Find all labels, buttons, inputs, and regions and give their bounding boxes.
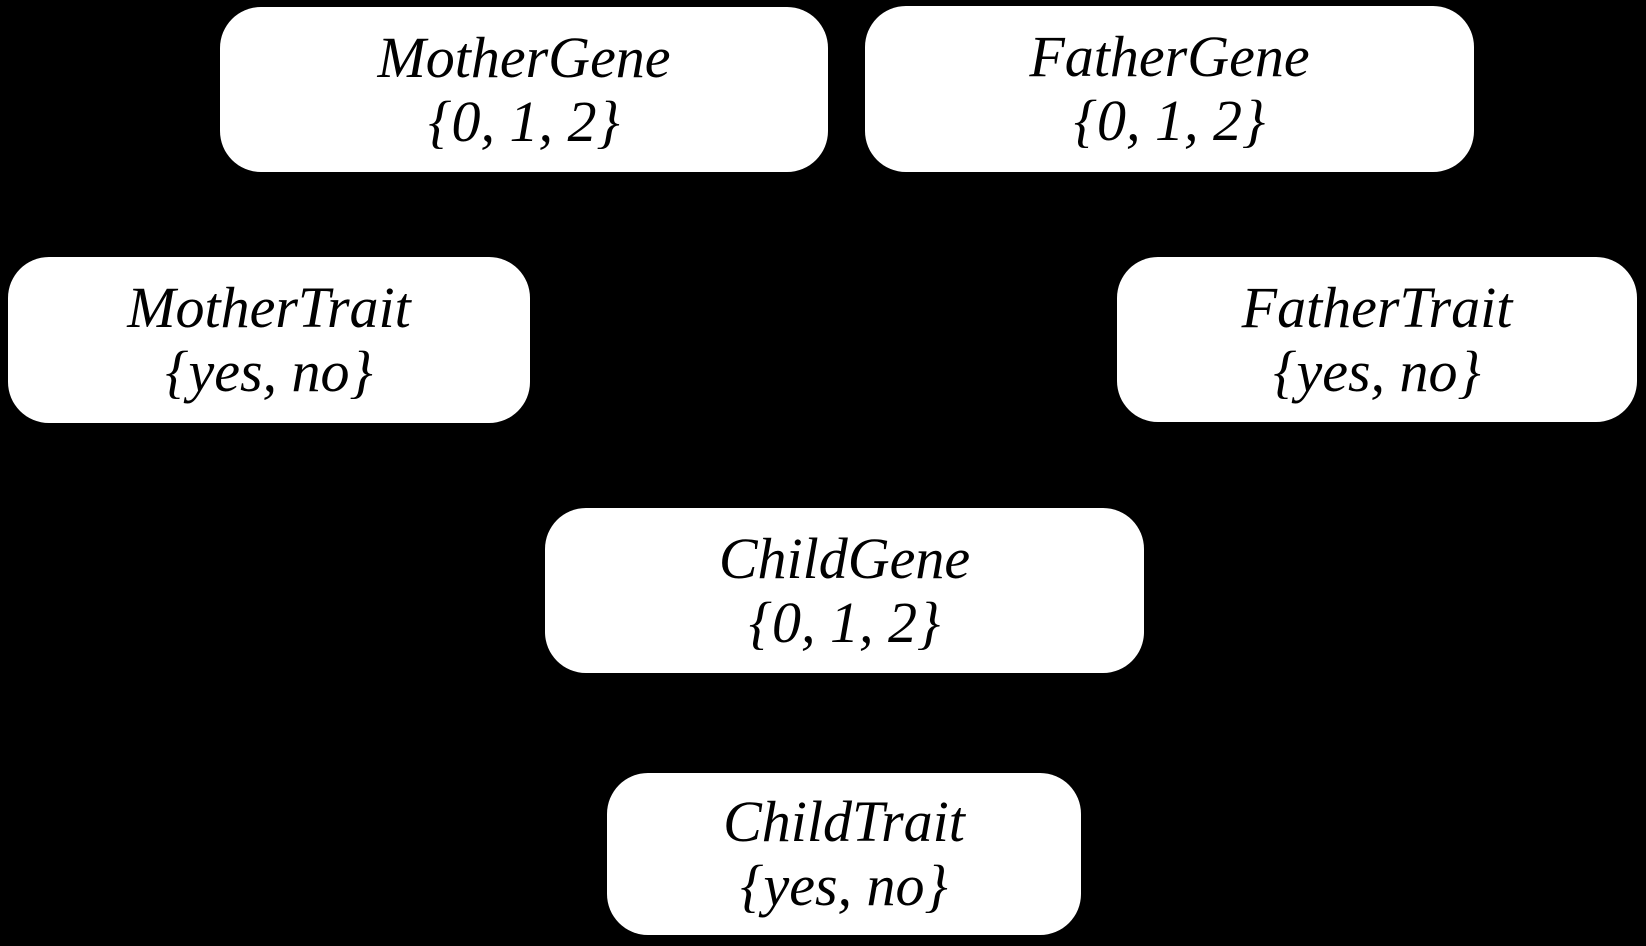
node-father-trait: FatherTrait {yes, no}: [1117, 257, 1637, 422]
node-mother-gene-label: MotherGene: [377, 24, 671, 90]
node-child-gene-domain: {0, 1, 2}: [748, 589, 941, 655]
node-mother-gene: MotherGene {0, 1, 2}: [220, 7, 828, 172]
node-mother-trait-domain: {yes, no}: [165, 339, 373, 404]
node-mother-trait-label: MotherTrait: [127, 275, 411, 340]
node-child-trait-label: ChildTrait: [723, 789, 965, 854]
node-child-trait-domain: {yes, no}: [740, 853, 948, 918]
node-mother-gene-domain: {0, 1, 2}: [428, 88, 620, 154]
node-child-gene-label: ChildGene: [718, 525, 971, 591]
node-father-gene-label: FatherGene: [1029, 24, 1310, 89]
node-child-trait: ChildTrait {yes, no}: [607, 773, 1081, 935]
node-father-gene-domain: {0, 1, 2}: [1073, 88, 1266, 153]
node-father-trait-label: FatherTrait: [1241, 274, 1513, 340]
node-child-gene: ChildGene {0, 1, 2}: [545, 508, 1144, 673]
node-father-gene: FatherGene {0, 1, 2}: [865, 6, 1474, 172]
node-mother-trait: MotherTrait {yes, no}: [8, 257, 530, 423]
node-father-trait-domain: {yes, no}: [1273, 338, 1481, 404]
